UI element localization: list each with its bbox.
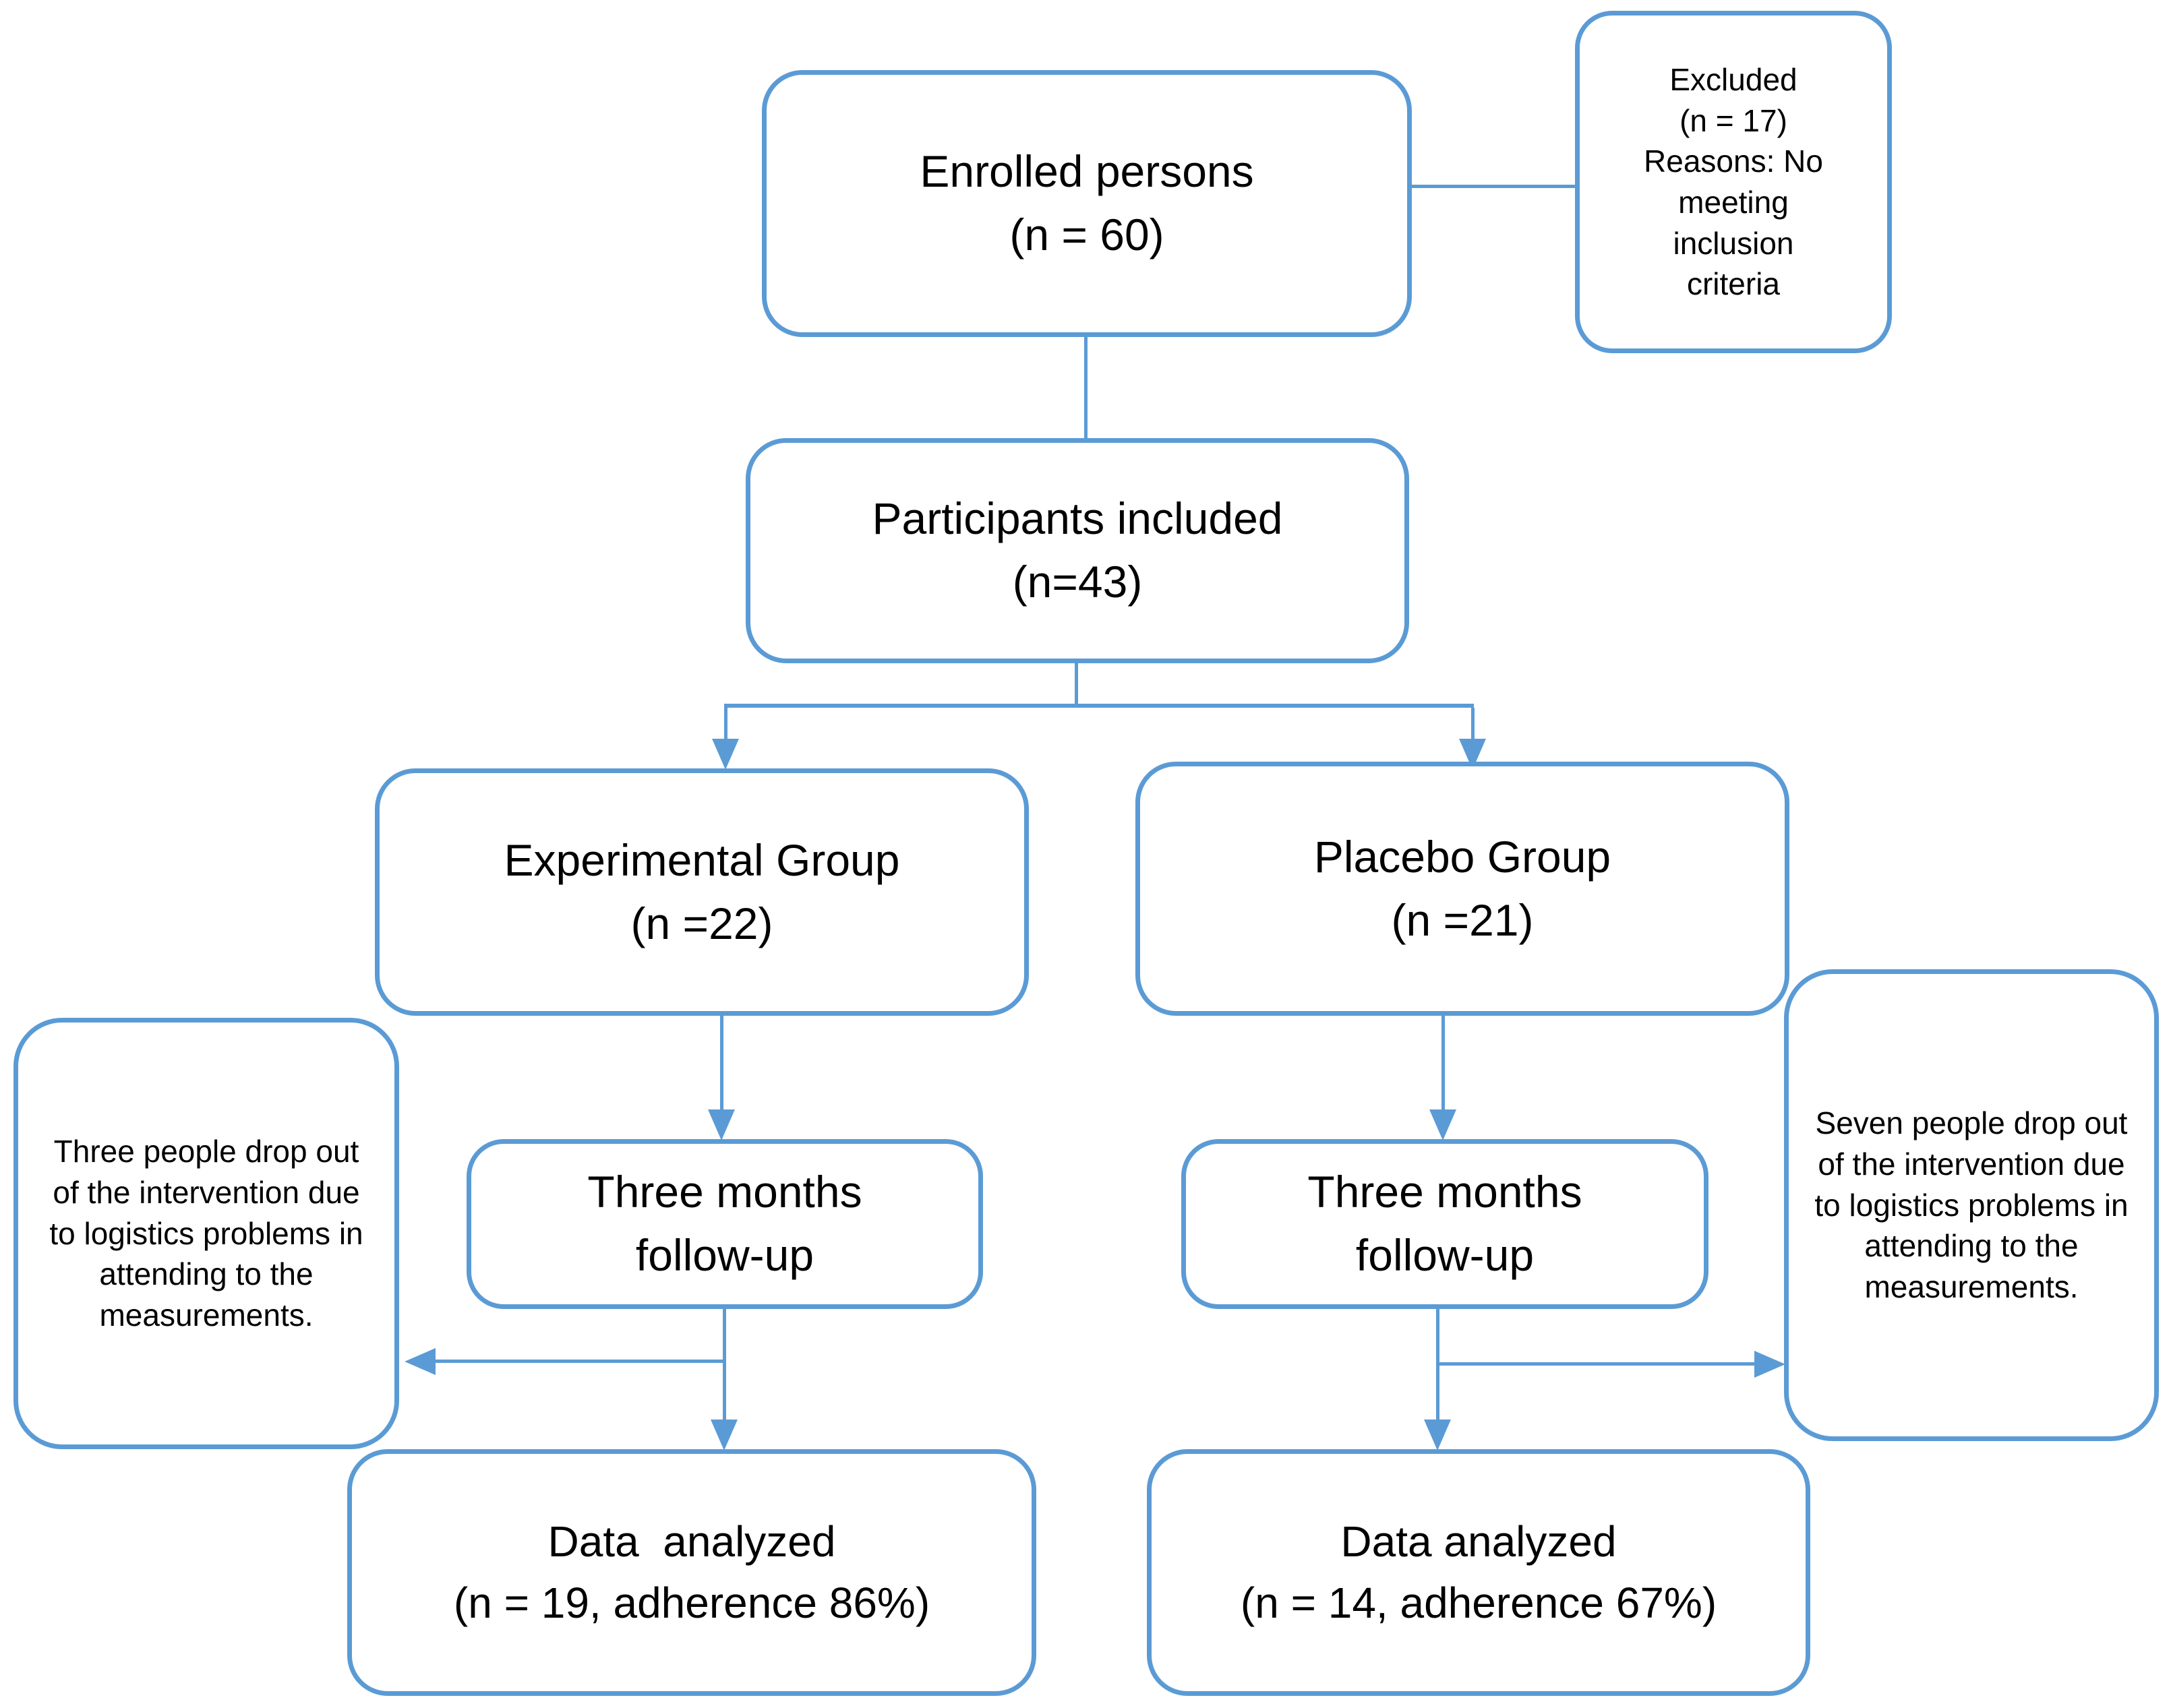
data-left-count: (n = 19, adherence 86%)	[453, 1579, 930, 1627]
data-right-count: (n = 14, adherence 67%)	[1240, 1579, 1717, 1627]
enrolled-count: (n = 60)	[1009, 210, 1164, 260]
arrowhead-to-experimental	[712, 739, 739, 770]
box-placebo-group: Placebo Group (n =21)	[1135, 762, 1789, 1016]
arrowhead-to-note-left	[405, 1348, 436, 1375]
placebo-line: Placebo Group	[1313, 831, 1611, 882]
connector-participants-branch	[1075, 663, 1078, 705]
followup-right-line2: follow-up	[1355, 1230, 1535, 1280]
connector-branch-placebo	[1471, 708, 1475, 743]
branch-line	[724, 704, 1474, 708]
enrolled-line: Enrolled persons	[920, 146, 1254, 197]
box-excluded: Excluded (n = 17) Reasons: No meeting in…	[1575, 11, 1892, 353]
participants-line: Participants included	[872, 493, 1283, 544]
box-followup-right: Three months follow-up	[1181, 1139, 1708, 1309]
followup-left-line: Three months	[587, 1167, 862, 1217]
box-followup-left: Three months follow-up	[467, 1139, 983, 1309]
experimental-count: (n =22)	[630, 898, 773, 948]
box-enrolled: Enrolled persons (n = 60)	[762, 70, 1412, 337]
excluded-reason-line: Reasons: No	[1644, 144, 1823, 179]
followup-right-line: Three months	[1307, 1167, 1582, 1217]
box-participants: Participants included (n=43)	[746, 438, 1409, 663]
box-data-analyzed-right: Data analyzed (n = 14, adherence 67%)	[1147, 1449, 1810, 1696]
connector-followup-data-left	[723, 1308, 726, 1422]
excluded-reason-line: inclusion	[1673, 225, 1794, 261]
arrowhead-to-note-right	[1754, 1351, 1785, 1378]
data-left-line: Data analyzed	[547, 1517, 836, 1566]
followup-left-line2: follow-up	[635, 1230, 814, 1280]
note-left-text: Three people drop out of the interventio…	[49, 1134, 372, 1333]
box-data-analyzed-left: Data analyzed (n = 19, adherence 86%)	[347, 1449, 1036, 1696]
connector-dropout-right	[1437, 1362, 1754, 1366]
excluded-line: Excluded	[1669, 61, 1797, 97]
connector-enrolled-participants	[1084, 337, 1088, 438]
arrowhead-to-followup-right	[1429, 1109, 1456, 1140]
data-right-line: Data analyzed	[1340, 1517, 1617, 1566]
arrowhead-to-followup-left	[708, 1109, 735, 1140]
connector-dropout-left	[434, 1360, 724, 1363]
connector-branch-experimental	[724, 708, 727, 743]
box-note-dropout-left: Three people drop out of the interventio…	[13, 1018, 399, 1449]
participants-count: (n=43)	[1012, 557, 1143, 607]
experimental-line: Experimental Group	[504, 834, 900, 885]
excluded-reason-line: meeting	[1678, 185, 1789, 220]
connector-experimental-followup	[720, 1014, 723, 1112]
box-experimental-group: Experimental Group (n =22)	[375, 768, 1029, 1016]
excluded-count: (n = 17)	[1679, 102, 1787, 138]
note-right-text: Seven people drop out of the interventio…	[1814, 1105, 2137, 1305]
arrowhead-to-data-left	[711, 1420, 738, 1451]
placebo-count: (n =21)	[1391, 894, 1534, 945]
arrowhead-to-data-right	[1424, 1420, 1451, 1451]
connector-placebo-followup	[1441, 1014, 1445, 1112]
box-note-dropout-right: Seven people drop out of the interventio…	[1784, 969, 2159, 1441]
excluded-reason-line: criteria	[1686, 266, 1781, 302]
connector-enrolled-excluded	[1412, 185, 1575, 188]
